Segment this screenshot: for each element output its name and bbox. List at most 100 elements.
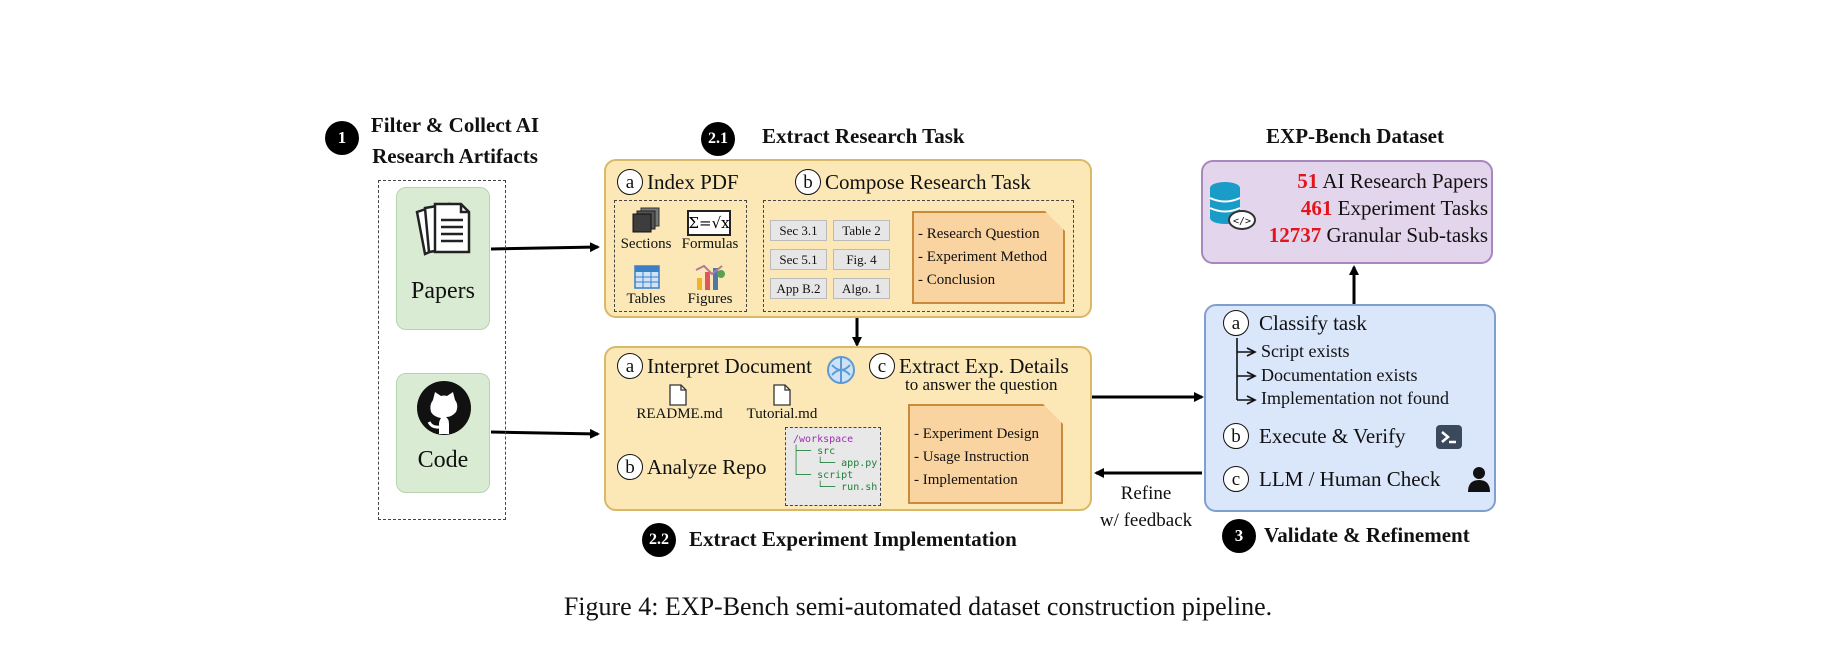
figures-label: Figures <box>687 291 733 307</box>
tree-workspace: /workspace <box>793 434 854 445</box>
terminal-icon <box>1436 425 1462 449</box>
extract-header: c Extract Exp. Details <box>869 353 1069 379</box>
execute-title: Execute & Verify <box>1259 423 1406 448</box>
refine-label: Refine w/ feedback <box>1090 480 1202 534</box>
tag-sec51: Sec 5.1 <box>770 249 827 270</box>
tag-table2: Table 2 <box>833 220 890 241</box>
index-title: Index PDF <box>647 169 739 194</box>
index-letter: a <box>617 169 643 195</box>
index-pdf-header: a Index PDF <box>617 169 739 195</box>
code-label: Code <box>417 447 469 473</box>
ai-model-icon <box>827 356 855 384</box>
svg-text:Σ=√x: Σ=√x <box>688 214 730 232</box>
step1-title-line1: Filter & Collect AI <box>370 113 540 137</box>
classify-header: a Classify task <box>1223 310 1367 336</box>
dataset-title: EXP-Bench Dataset <box>1266 124 1444 148</box>
execute-letter: b <box>1223 423 1249 449</box>
figures-icon <box>695 264 725 290</box>
step3-title: Validate & Refinement <box>1264 523 1470 547</box>
compose-box <box>763 200 1074 312</box>
note-implementation: - Implementation <box>914 472 1018 488</box>
classify-tree-lines <box>1236 338 1257 405</box>
index-box <box>614 200 747 312</box>
interpret-title: Interpret Document <box>647 353 813 378</box>
note-experiment-design: - Experiment Design <box>914 426 1039 442</box>
refine-line1: Refine <box>1120 483 1172 504</box>
tutorial-label: Tutorial.md <box>746 406 818 422</box>
arrow-code-to-interpret <box>490 428 600 439</box>
formulas-icon: Σ=√x <box>687 210 731 236</box>
svg-text:</>: </> <box>1233 216 1251 227</box>
step22-badge: 2.2 <box>642 523 676 557</box>
tables-icon <box>634 265 660 289</box>
tag-appb2: App B.2 <box>770 278 827 299</box>
papers-card: Papers <box>396 187 490 330</box>
classify-title: Classify task <box>1259 310 1367 335</box>
research-task-note: - Research Question - Experiment Method … <box>912 211 1065 304</box>
execute-header: b Execute & Verify <box>1223 423 1406 449</box>
tree-app: │ └── app.py <box>793 458 878 469</box>
extract-letter: c <box>869 353 895 379</box>
arrow-papers-to-index <box>490 242 600 253</box>
compose-letter: b <box>795 169 821 195</box>
database-icon: </> <box>1209 182 1256 230</box>
interpret-header: a Interpret Document <box>617 353 812 379</box>
analyze-title: Analyze Repo <box>647 454 767 479</box>
step21-title: Extract Research Task <box>762 124 965 148</box>
figure-caption: Figure 4: EXP-Bench semi-automated datas… <box>563 592 1273 621</box>
sections-label: Sections <box>620 236 672 252</box>
dataset-row-papers: 51 AI Research Papers <box>1250 168 1488 195</box>
subtasks-count: 12737 <box>1268 223 1322 247</box>
papers-icon <box>415 202 471 256</box>
note-usage-instruction: - Usage Instruction <box>914 449 1029 465</box>
step1-title: Filter & Collect AI Research Artifacts <box>360 110 550 172</box>
tag-algo1: Algo. 1 <box>833 278 890 299</box>
tasks-text: Experiment Tasks <box>1337 196 1488 220</box>
artifacts-container <box>378 180 506 520</box>
classify-item-script: Script exists <box>1261 341 1350 361</box>
readme-label: README.md <box>636 406 723 422</box>
check-header: c LLM / Human Check <box>1223 466 1440 492</box>
readme-file-icon <box>669 384 687 406</box>
papers-text: AI Research Papers <box>1322 169 1488 193</box>
analyze-header: b Analyze Repo <box>617 454 767 480</box>
refine-line2: w/ feedback <box>1099 510 1193 531</box>
step1-badge: 1 <box>325 121 359 155</box>
papers-count: 51 <box>1297 169 1319 193</box>
validate-box <box>1204 304 1496 512</box>
interpret-letter: a <box>617 353 643 379</box>
classify-items: Script exists Documentation exists Imple… <box>1261 340 1449 411</box>
subtasks-text: Granular Sub-tasks <box>1326 223 1488 247</box>
dataset-row-tasks: 461 Experiment Tasks <box>1250 195 1488 222</box>
classify-item-notfound: Implementation not found <box>1261 388 1449 408</box>
tag-sec31: Sec 3.1 <box>770 220 827 241</box>
papers-label: Papers <box>411 278 475 304</box>
dataset-rows: 51 AI Research Papers 461 Experiment Tas… <box>1250 168 1492 249</box>
tables-label: Tables <box>626 291 666 307</box>
tag-fig4: Fig. 4 <box>833 249 890 270</box>
tree-script: └── script <box>793 470 854 481</box>
note-experiment-method: - Experiment Method <box>918 249 1048 265</box>
person-icon <box>1468 467 1490 492</box>
extract-title: Extract Exp. Details <box>899 353 1069 378</box>
step21-badge: 2.1 <box>701 122 735 156</box>
code-card: Code <box>396 373 490 493</box>
repo-tree: /workspace ├── src │ └── app.py └── scri… <box>785 427 881 506</box>
tasks-count: 461 <box>1300 196 1333 220</box>
step1-title-line2: Research Artifacts <box>372 144 538 168</box>
formulas-label: Formulas <box>681 236 739 252</box>
note-conclusion: - Conclusion <box>918 272 996 288</box>
compose-title: Compose Research Task <box>825 169 1031 194</box>
implementation-note: - Experiment Design - Usage Instruction … <box>908 404 1063 504</box>
sections-icon <box>632 207 660 233</box>
check-title: LLM / Human Check <box>1259 466 1441 491</box>
step22-title: Extract Experiment Implementation <box>689 527 1017 551</box>
tree-run: └── run.sh <box>793 482 878 493</box>
classify-letter: a <box>1223 310 1249 336</box>
github-icon <box>417 381 471 435</box>
note-research-question: - Research Question <box>918 226 1040 242</box>
dataset-row-subtasks: 12737 Granular Sub-tasks <box>1250 222 1488 249</box>
step3-badge: 3 <box>1222 519 1256 553</box>
extract-subtitle: to answer the question <box>905 375 1058 394</box>
